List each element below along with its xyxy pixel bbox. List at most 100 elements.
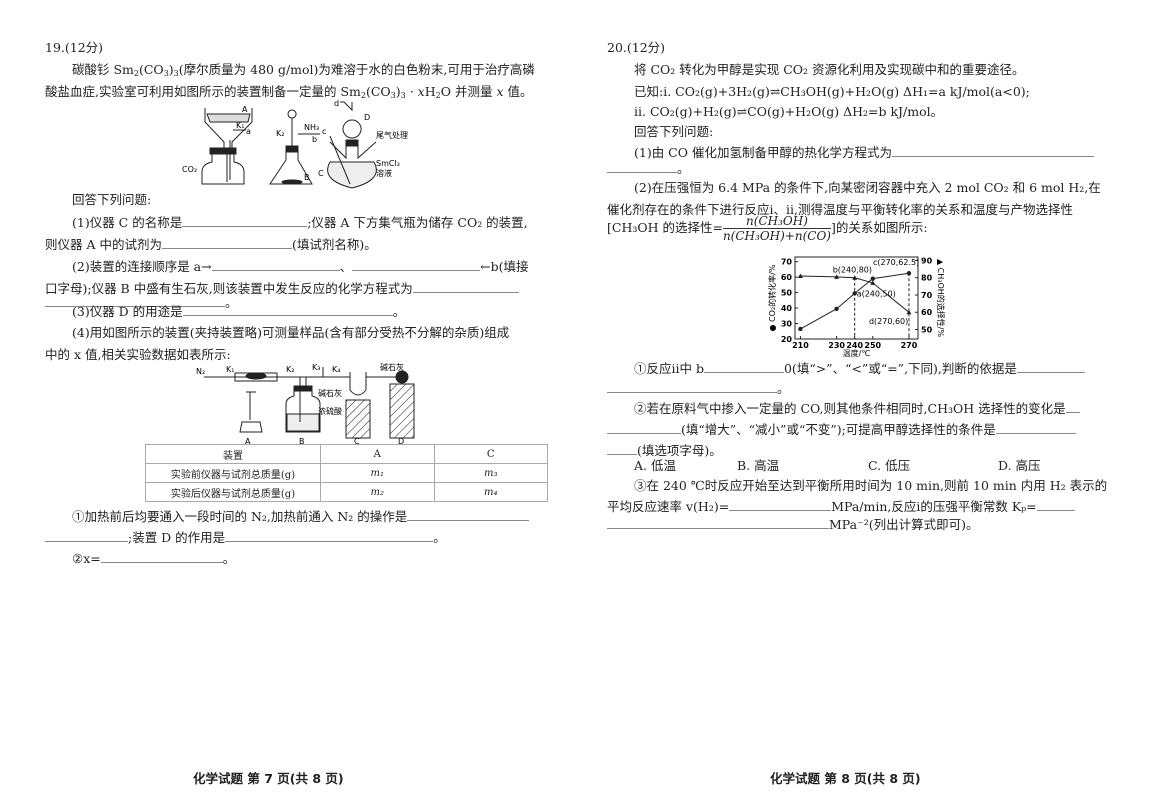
q19-part1-line1: (1)仪器 C 的名称是;仪器 A 下方集气瓶为储存 CO₂ 的装置, [72,214,528,230]
svg-text:尾气处理: 尾气处理 [376,130,408,140]
y-left-tick-label: 20 [781,335,793,344]
answer-blank[interactable] [607,160,677,173]
svg-text:B: B [299,437,305,444]
x-axis-label: 温度/℃ [843,348,871,357]
answer-blank[interactable] [703,360,784,373]
q19-part1-line2: 则仪器 A 中的试剂为(填试剂名称)。 [45,236,377,252]
q20-part2-line1: (2)在压强恒为 6.4 MPa 的条件下,向某密闭容器中充入 2 mol CO… [634,180,1101,195]
table-header: C [433,444,548,464]
y-right-tick-label: 70 [921,291,933,300]
svg-text:NH₃: NH₃ [304,123,319,132]
q19-part4-line2: 中的 x 值,相关实验数据如表所示: [45,347,231,362]
answer-blank[interactable] [412,280,519,293]
q20-sub2-line2: (填“增大”、“减小”或“不变”);可提高甲醇选择性的条件是 [607,421,1076,438]
option-d: D. 高压 [998,458,1041,473]
svg-text:K₃: K₃ [312,363,320,372]
answer-blank[interactable] [161,236,292,249]
data-point [834,274,840,279]
data-point [906,309,912,315]
data-point [852,291,857,296]
answer-blank[interactable] [607,442,637,455]
answer-blank[interactable] [45,529,128,542]
q20-sub2-line3: (填选项字母)。 [607,442,722,459]
data-point [906,271,912,276]
point-annotation: b(240,80) [833,266,872,275]
answer-blank[interactable] [607,421,681,434]
answer-blank[interactable] [1016,360,1085,373]
svg-text:K₁: K₁ [226,365,234,374]
y-left-tick-label: 30 [781,320,793,329]
answer-blank[interactable] [607,516,829,529]
answer-blank[interactable] [891,144,1094,157]
x-tick-label: 250 [864,341,881,350]
svg-text:K₂: K₂ [286,365,294,374]
q19-intro-line1: 碳酸钐 Sm2(CO3)3(摩尔质量为 480 g/mol)为难溶于水的白色粉末… [72,62,535,78]
svg-text:D: D [364,113,370,122]
x-tick-label: 210 [792,341,809,350]
data-point [797,273,803,278]
table-cell: m₁ [320,463,435,483]
answer-blank[interactable] [1036,498,1075,511]
svg-text:b: b [312,135,317,144]
answer-blank[interactable] [407,508,530,521]
table-header-row: 装置 A C [145,444,548,464]
svg-text:C: C [318,169,324,178]
answer-blank[interactable] [729,498,832,511]
svg-text:A: A [242,105,248,114]
answer-blank[interactable] [211,258,340,271]
q20-header: 20.(12分) [607,40,666,55]
y-left-tick-label: 70 [781,258,793,267]
q20-sub3-line1: ③在 240 ℃时反应开始至达到平衡所用时间为 10 min,则前 10 min… [634,478,1108,493]
table-row: 实验后仪器与试剂总质量(g) m₂ m₄ [145,482,548,502]
svg-text:浓硫酸: 浓硫酸 [318,406,342,416]
selectivity-fraction: n(CH₃OH)n(CH₃OH)+n(CO) [722,214,831,243]
y-left-tick-label: 60 [781,273,793,282]
q20-sub3-line3: MPa⁻²(列出计算式即可)。 [607,516,978,533]
answer-blank[interactable] [182,214,308,227]
answer-blank[interactable] [45,294,225,307]
table-header: A [320,444,435,464]
q19-answer-prompt: 回答下列问题: [72,192,152,207]
table-cell: m₃ [433,463,548,483]
y-right-axis-label: ▲ CH₃OH的选择性/% [936,259,946,338]
answer-blank[interactable] [607,380,777,393]
y-left-tick-label: 50 [781,289,793,298]
point-annotation: d(270,60) [869,317,908,326]
option-c: C. 低压 [868,458,911,473]
data-point [798,326,803,332]
apparatus-figure-1: A K₁ a CO₂ K₂ NH₃ b B d D c 尾气处理 C SmCl₃… [182,100,408,189]
y-left-tick-label: 40 [781,304,793,313]
svg-text:碱石灰: 碱石灰 [318,388,342,398]
table-cell: m₂ [320,482,435,502]
q19-part2-line2: 口字母);仪器 B 中盛有生石灰,则该装置中发生反应的化学方程式为 [45,280,519,297]
svg-text:SmCl₃: SmCl₃ [376,159,400,168]
svg-text:C: C [354,437,360,444]
svg-text:CO₂: CO₂ [182,165,197,174]
q20-part1-line2: 。 [607,160,690,177]
point-annotation: c(270,62.5) [873,258,919,267]
data-point [870,276,875,281]
x-tick-label: 230 [828,341,845,350]
answer-blank[interactable] [995,421,1076,434]
answer-blank[interactable] [100,550,223,563]
answer-blank[interactable] [1065,400,1080,413]
option-b: B. 高温 [737,458,780,473]
table-cell: 实验前仪器与试剂总质量(g) [145,463,321,483]
q20-sub1-line2: 。 [607,380,790,397]
y-left-axis-label: ● CO₂的转化率/% [767,264,777,331]
q20-known-reaction-2: ⅱ. CO₂(g)+H₂(g)⇌CO(g)+H₂O(g) ΔH₂=b kJ/mo… [634,104,944,119]
q20-sub2-line1: ②若在原料气中掺入一定量的 CO,则其他条件相同时,CH₃OH 选择性的变化是 [634,400,1080,417]
answer-blank[interactable] [352,258,481,271]
answer-blank[interactable] [182,303,393,316]
svg-text:碱石灰: 碱石灰 [380,362,404,372]
svg-text:A: A [245,437,251,444]
x-tick-label: 240 [846,341,863,350]
answer-blank[interactable] [225,529,434,542]
data-point [870,280,876,285]
table-header: 装置 [145,444,321,464]
option-a: A. 低温 [634,458,676,473]
q20-intro: 将 CO₂ 转化为甲醇是实现 CO₂ 资源化利用及实现碳中和的重要途径。 [634,62,1025,77]
svg-text:K₁: K₁ [236,121,244,130]
q20-part2-line2: 催化剂存在的条件下进行反应ⅰ、ⅱ,测得温度与平衡转化率的关系和温度与产物选择性 [607,202,1073,217]
